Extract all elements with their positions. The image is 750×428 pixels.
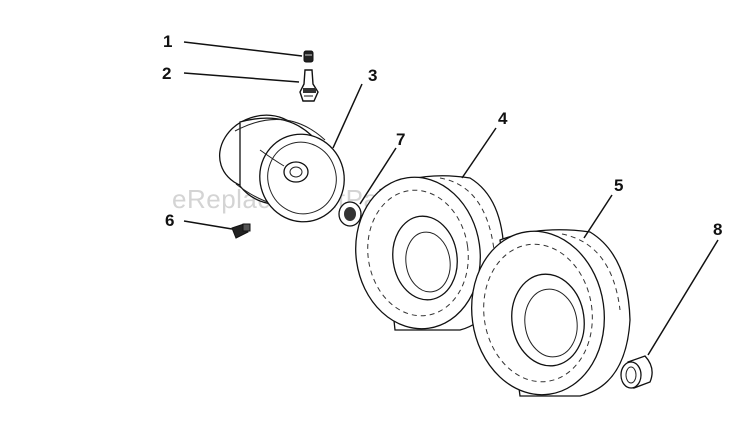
leader-line-5 [583, 194, 613, 239]
callout-4: 4 [498, 109, 508, 128]
callout-7: 7 [396, 130, 405, 149]
part-8-bushing [620, 355, 653, 389]
leader-line-6 [183, 220, 233, 230]
part-1-valve-cap [303, 50, 314, 63]
callout-2: 2 [162, 64, 171, 83]
callout-8: 8 [713, 220, 722, 239]
part-5-tire [471, 229, 631, 397]
leader-line-4 [461, 127, 497, 179]
callout-6: 6 [165, 211, 174, 230]
part-3-wheel-rim [218, 114, 345, 223]
callout-5: 5 [614, 176, 623, 195]
part-6-bolt [231, 223, 251, 239]
leader-line-7 [359, 147, 397, 205]
callout-3: 3 [368, 66, 377, 85]
leader-line-3 [332, 83, 363, 149]
part-2-valve-stem [299, 69, 319, 102]
part-7-spacer [338, 201, 362, 227]
leader-line-1 [183, 41, 303, 57]
leader-line-8 [647, 239, 719, 356]
leader-line-2 [183, 72, 300, 83]
callout-1: 1 [163, 32, 172, 51]
